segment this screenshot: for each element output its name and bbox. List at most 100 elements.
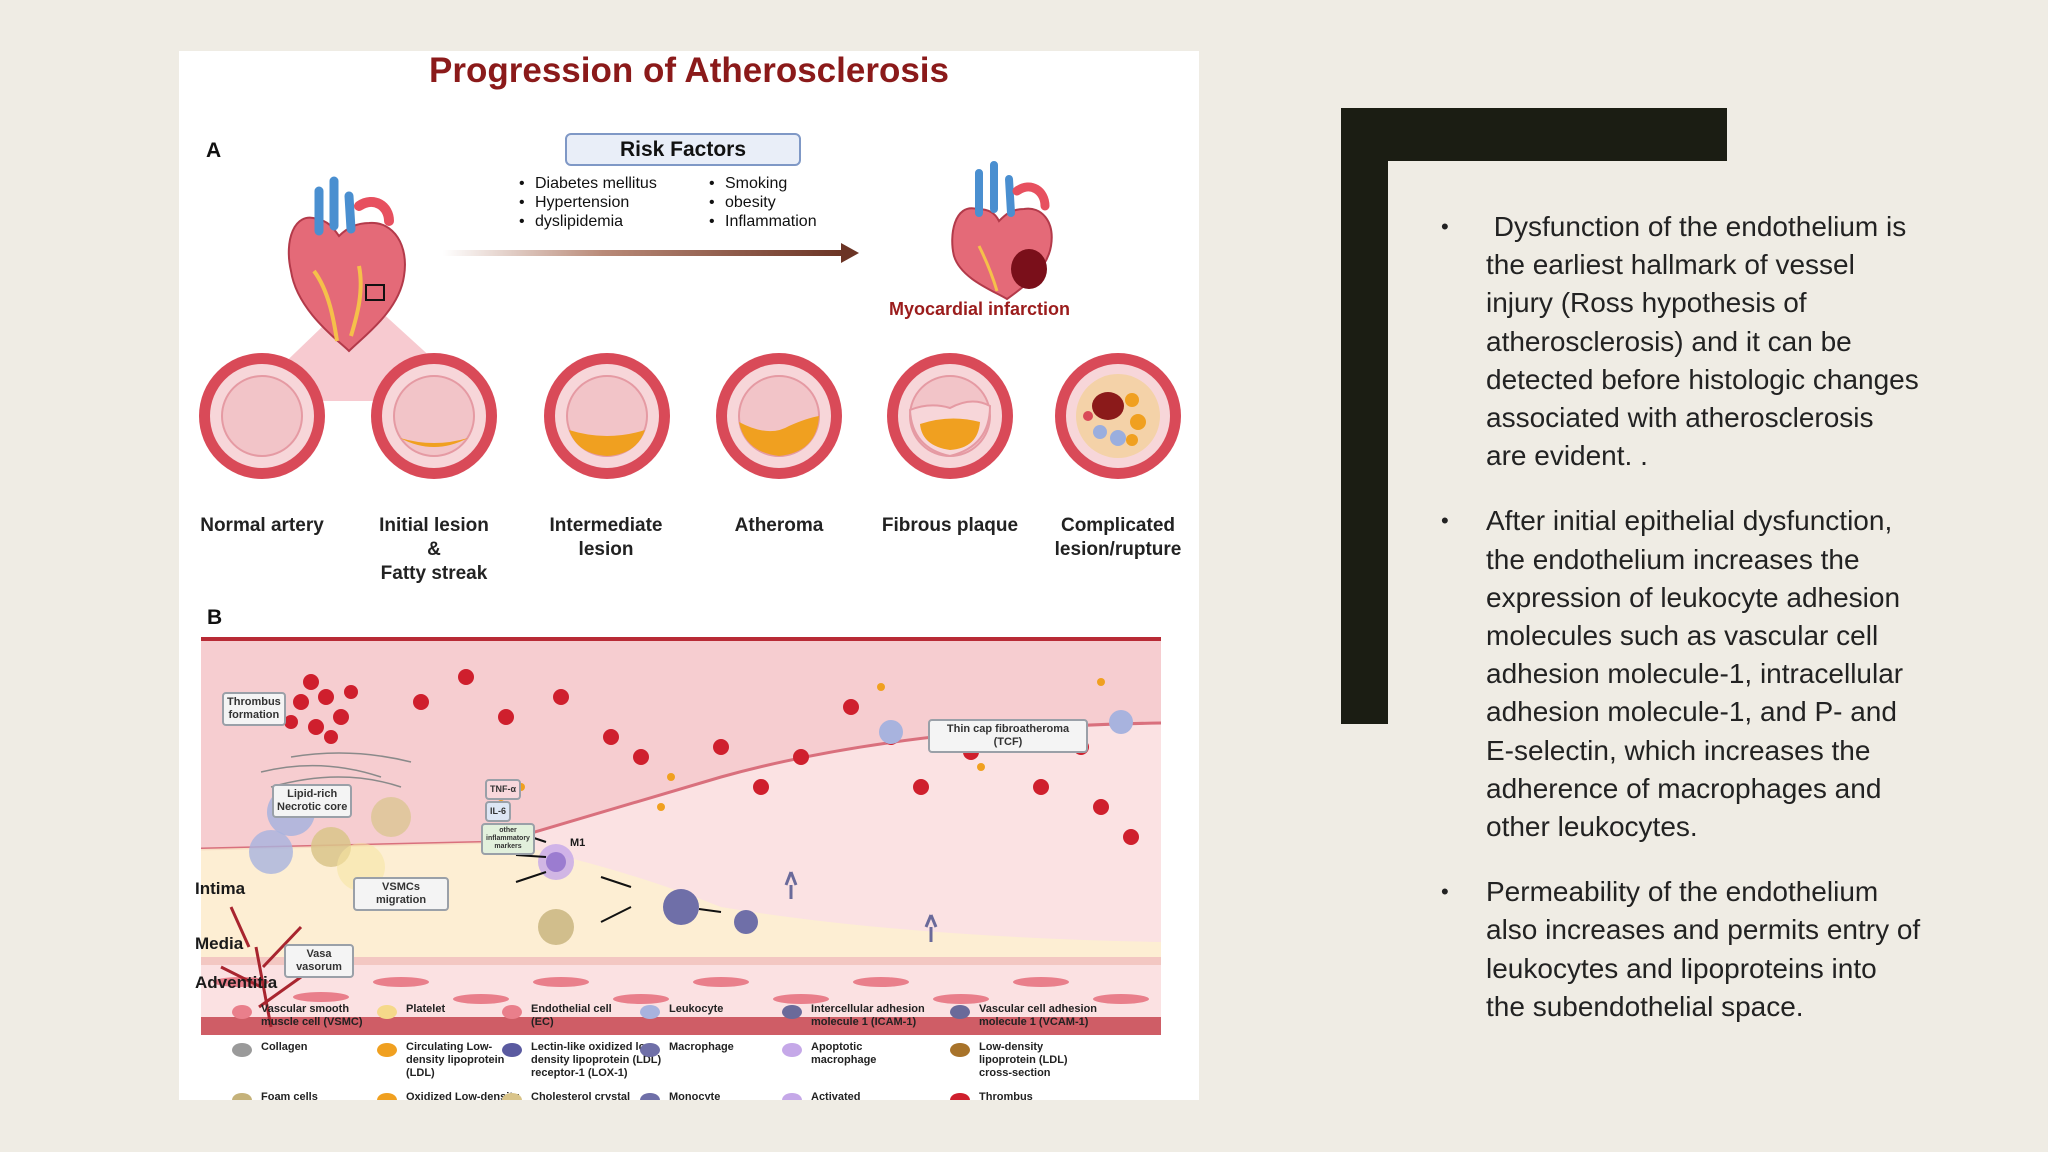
risk-factor-item: Diabetes mellitus: [517, 174, 657, 193]
legend-swatch-icon: [374, 1041, 400, 1059]
bullet-dot: •: [1441, 214, 1449, 239]
legend-label: Cholesterol crystal: [531, 1091, 631, 1100]
artery-intermediate-lesion: [544, 353, 670, 479]
legend-swatch-icon: [229, 1041, 255, 1059]
m1-label: M1: [570, 837, 586, 849]
legend-swatch-icon: [637, 1041, 663, 1059]
legend-label: Collagen: [261, 1041, 308, 1053]
bullet-item: • Permeability of the endothelium also i…: [1441, 873, 1921, 1026]
legend-swatch-icon: [499, 1041, 525, 1059]
legend-item: Circulating Low-density lipoprotein(LDL): [374, 1041, 504, 1080]
legend-item: Lectin-like oxidized low-density lipopro…: [499, 1041, 661, 1080]
intima-label: Intima: [195, 879, 246, 898]
artery-normal: [199, 353, 325, 479]
panel-a-label: A: [206, 139, 222, 162]
legend-item: Leukocyte: [637, 1003, 723, 1021]
bullet-item: • After initial epithelial dysfunction, …: [1441, 502, 1921, 846]
risk-factors-title: Risk Factors: [565, 133, 801, 166]
progression-arrow: [443, 243, 859, 263]
stage-label-initial: Initial lesion&Fatty streak: [379, 515, 489, 584]
legend-label: Macrophage: [669, 1041, 734, 1053]
bullet-item: • Dysfunction of the endothelium is the …: [1441, 208, 1921, 475]
legend-item: Monocyte: [637, 1091, 720, 1100]
artery-atheroma: [716, 353, 842, 479]
legend-swatch-icon: [779, 1041, 805, 1059]
legend-swatch-icon: [637, 1091, 663, 1100]
legend-label: Monocyte: [669, 1091, 721, 1100]
infarcted-heart-graphic: [951, 161, 1053, 301]
bullet-text: Permeability of the endothelium also inc…: [1486, 876, 1921, 1022]
legend-item: Oxidized Low-density: [374, 1091, 519, 1100]
stage-label-atheroma: Atheroma: [734, 515, 824, 536]
bullet-dot: •: [1441, 508, 1449, 534]
legend-swatch-icon: [374, 1091, 400, 1100]
risk-factor-item: Smoking: [707, 174, 817, 193]
risk-factor-item: dyslipidemia: [517, 212, 657, 231]
vessel-wall-diagram: [201, 637, 1161, 1035]
risk-factor-item: obesity: [707, 193, 817, 212]
artery-fibrous-plaque: [887, 353, 1013, 479]
legend-swatch-icon: [947, 1041, 973, 1059]
risk-factors-right-list: Smoking obesity Inflammation: [707, 174, 817, 231]
adventitia-label: Adventitia: [195, 973, 278, 992]
legend-label: Platelet: [406, 1003, 446, 1015]
legend-swatch-icon: [947, 1003, 973, 1021]
risk-factor-item: Inflammation: [707, 212, 817, 231]
bullet-dot: •: [1441, 879, 1449, 905]
bullet-text: Dysfunction of the endothelium is the ea…: [1486, 211, 1927, 472]
callout-thin-cap: Thin cap fibroatheroma(TCF): [928, 719, 1088, 753]
risk-factors-left-list: Diabetes mellitus Hypertension dyslipide…: [517, 174, 657, 231]
legend-swatch-icon: [499, 1091, 525, 1100]
callout-il6: IL-6: [485, 801, 512, 822]
legend-item: Activated: [779, 1091, 861, 1100]
legend-item: Platelet: [374, 1003, 445, 1021]
artery-stages: [199, 353, 1181, 479]
stage-label-normal: Normal artery: [200, 515, 324, 536]
risk-factor-item: Hypertension: [517, 193, 657, 212]
artery-initial-lesion: [371, 353, 497, 479]
legend-label: Circulating Low-density lipoprotein(LDL): [406, 1041, 505, 1079]
legend-item: Foam cells: [229, 1091, 318, 1100]
legend-label: Thrombus: [979, 1091, 1033, 1100]
legend-swatch-icon: [499, 1003, 525, 1021]
legend-label: Endothelial cell(EC): [531, 1003, 612, 1028]
atherosclerosis-figure: Progression of Atherosclerosis A Risk Fa…: [179, 51, 1199, 1100]
legend-swatch-icon: [374, 1003, 400, 1021]
bullet-list: • Dysfunction of the endothelium is the …: [1441, 208, 1921, 1053]
legend-item: Macrophage: [637, 1041, 734, 1059]
legend-swatch-icon: [779, 1091, 805, 1100]
stage-label-fibrous: Fibrous plaque: [881, 515, 1019, 536]
legend-item: Collagen: [229, 1041, 307, 1059]
figure-title: Progression of Atherosclerosis: [429, 51, 949, 90]
legend-swatch-icon: [637, 1003, 663, 1021]
legend-item: Cholesterol crystal: [499, 1091, 630, 1100]
legend-label: Lectin-like oxidized low-density lipopro…: [531, 1041, 662, 1079]
legend-swatch-icon: [229, 1091, 255, 1100]
legend-item: Thrombus: [947, 1091, 1033, 1100]
legend-label: Oxidized Low-density: [406, 1091, 520, 1100]
legend-item: Endothelial cell(EC): [499, 1003, 612, 1029]
myocardial-infarction-label: Myocardial infarction: [889, 299, 1071, 319]
bracket-top-bar: [1341, 108, 1727, 161]
panel-b-label: B: [207, 606, 223, 629]
artery-complicated-lesion: [1055, 353, 1181, 479]
callout-tnf: TNF-α: [485, 779, 522, 800]
legend-label: Foam cells: [261, 1091, 318, 1100]
legend-swatch-icon: [779, 1003, 805, 1021]
bracket-side-bar: [1341, 108, 1388, 724]
legend-label: Activated: [811, 1091, 861, 1100]
